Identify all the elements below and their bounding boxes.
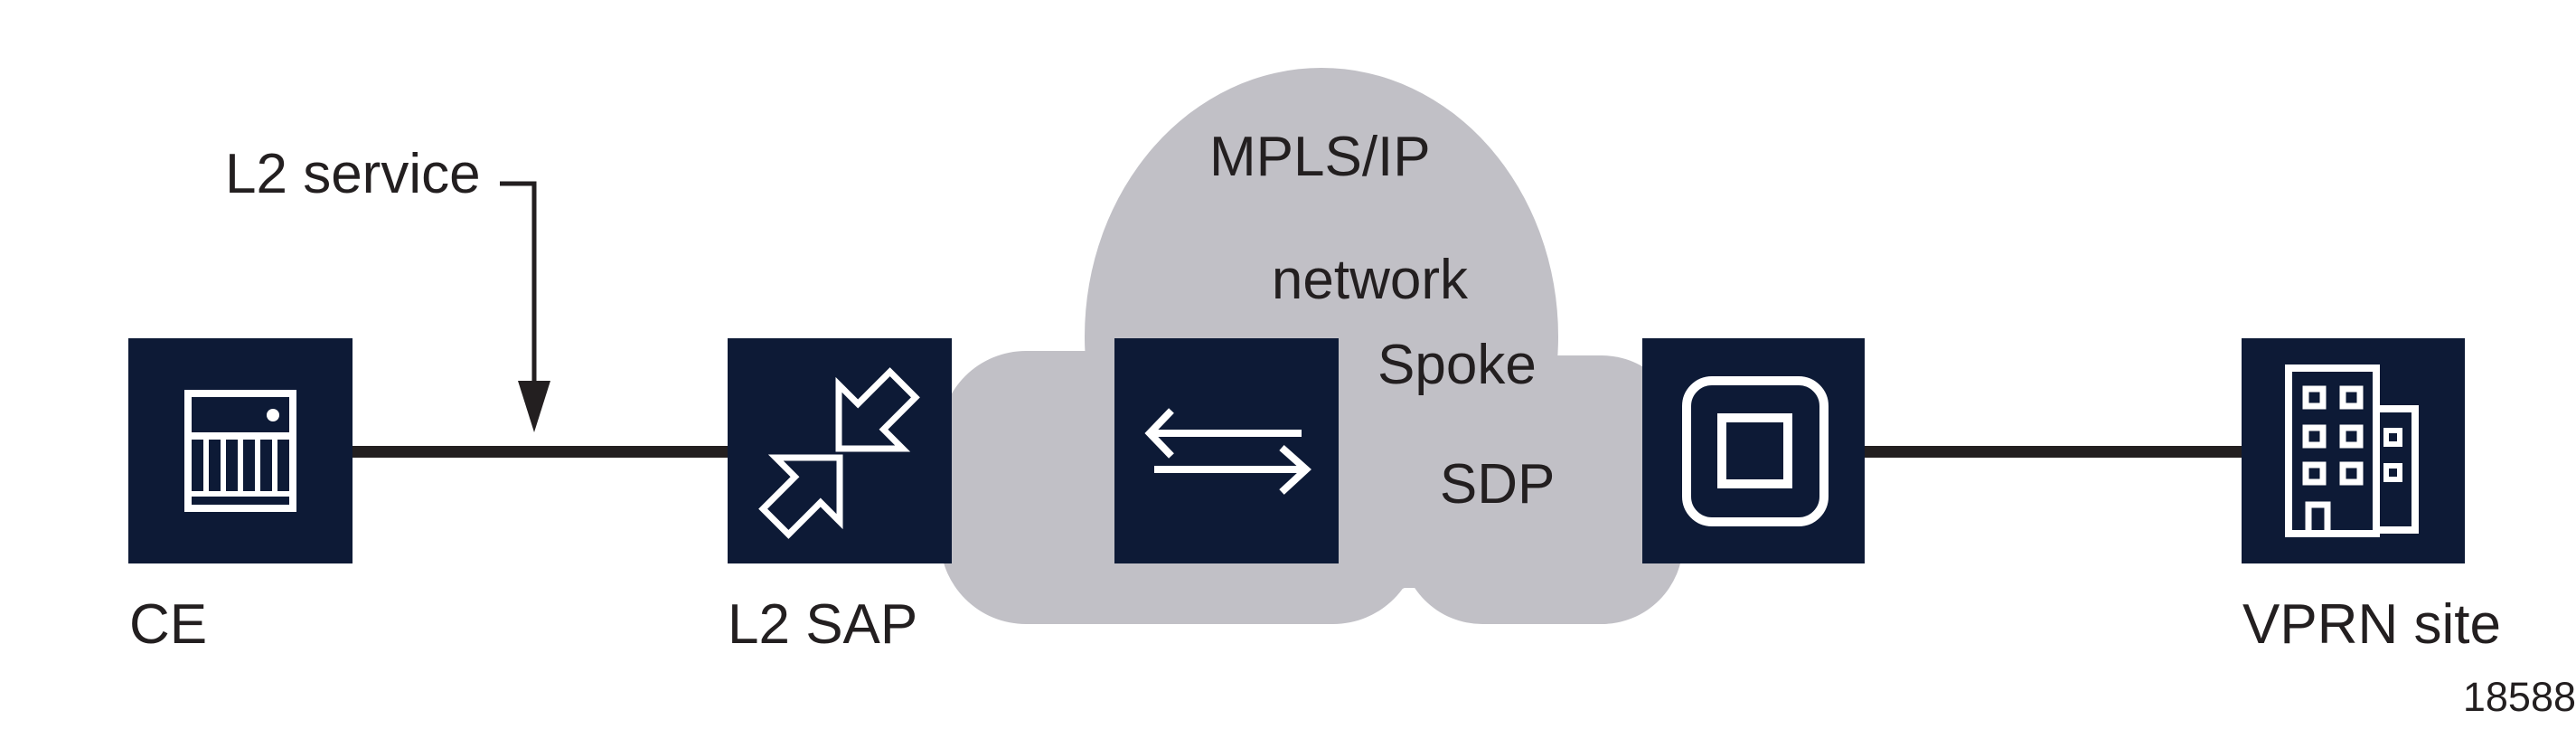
label-vprn-site: VPRN site — [2242, 593, 2501, 656]
server-icon — [184, 390, 296, 512]
label-spoke-sdp: Spoke SDP — [1377, 336, 1555, 574]
l2-service-leader-arrow — [500, 181, 550, 432]
node-l2-sap — [728, 338, 952, 563]
label-l2-sap: L2 SAP — [728, 593, 918, 656]
building-icon — [2284, 364, 2419, 537]
label-l2-service: L2 service — [225, 143, 481, 205]
label-mpls-ip-network: MPLS/IP network — [1209, 127, 1468, 373]
label-spoke-line1: Spoke — [1377, 334, 1537, 396]
converge-arrows-icon — [758, 367, 920, 539]
node-spoke-sdp — [1114, 338, 1339, 563]
link-port-vprn — [1865, 446, 2242, 458]
exchange-arrows-icon — [1144, 408, 1312, 495]
label-ce: CE — [129, 593, 208, 656]
node-vprn-site — [2242, 338, 2465, 563]
link-ce-l2sap — [353, 446, 729, 458]
label-spoke-line2: SDP — [1439, 453, 1556, 516]
port-square-icon — [1682, 376, 1829, 526]
node-port — [1642, 338, 1865, 563]
label-mpls-line2: network — [1271, 249, 1468, 311]
node-ce — [128, 338, 353, 563]
label-mpls-line1: MPLS/IP — [1209, 126, 1431, 188]
figure-number: 18588 — [2462, 674, 2576, 720]
